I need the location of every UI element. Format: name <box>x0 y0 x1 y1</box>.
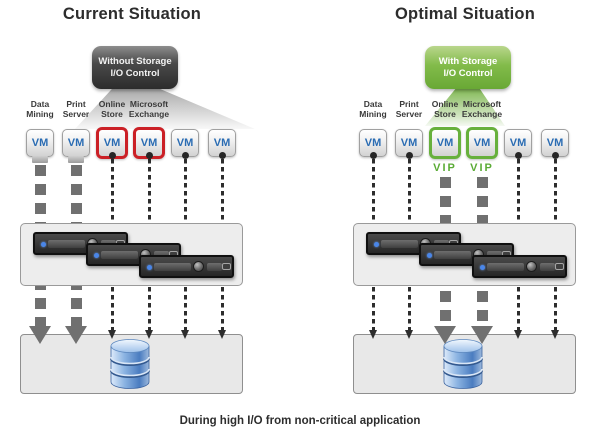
io-control-badge: With Storage I/O Control <box>425 46 511 89</box>
heavy-io-arrow <box>65 326 87 344</box>
badge-line1: With Storage <box>438 56 498 67</box>
database-cylinder-icon <box>443 339 483 389</box>
light-io-arrow <box>368 330 377 339</box>
connector-pin <box>218 152 226 159</box>
light-io-arrow <box>550 330 559 339</box>
database-cylinder-icon <box>110 339 150 389</box>
light-io-arrow <box>107 330 116 339</box>
light-io-arrow <box>180 330 189 339</box>
io-control-badge: Without Storage I/O Control <box>92 46 178 89</box>
power-knob-icon <box>526 261 537 272</box>
server-rack <box>353 223 576 286</box>
led-indicator-icon <box>374 242 379 247</box>
vm-stand <box>68 156 84 163</box>
connector-pin <box>181 152 189 159</box>
light-io-arrow <box>144 330 153 339</box>
drive-bay <box>207 263 222 271</box>
server-rack <box>20 223 243 286</box>
app-label-microsoft-exchange: Microsoft Exchange <box>128 99 170 119</box>
light-io-arrow <box>513 330 522 339</box>
led-indicator-icon <box>480 265 485 270</box>
media-slot <box>555 263 564 270</box>
vm-box-data-mining: VM <box>26 129 54 157</box>
led-indicator-icon <box>147 265 152 270</box>
led-indicator-icon <box>427 253 432 258</box>
app-label-print-server: Print Server <box>62 99 90 119</box>
app-label-data-mining: Data Mining <box>26 99 54 119</box>
heavy-io-arrow <box>29 326 51 344</box>
storage-array <box>20 334 243 394</box>
drive-bay <box>48 240 85 248</box>
light-io-arrow <box>404 330 413 339</box>
vm-box-print-server: VM <box>62 129 90 157</box>
server-unit-icon <box>472 255 567 278</box>
drive-bay <box>540 263 555 271</box>
heavy-io-arrow <box>471 326 493 344</box>
panel-title: Optimal Situation <box>395 5 535 23</box>
drive-bay <box>101 251 138 259</box>
vm-box-online-store-vip: VM <box>429 127 461 159</box>
badge-line2: I/O Control <box>110 67 160 79</box>
vip-badge: VIP <box>433 162 457 174</box>
heavy-io-arrow <box>434 326 456 344</box>
badge-line2: I/O Control <box>443 67 493 79</box>
connector-pin <box>514 152 522 159</box>
server-unit-icon <box>139 255 234 278</box>
app-label-microsoft-exchange: Microsoft Exchange <box>461 99 503 119</box>
vip-badge: VIP <box>470 162 494 174</box>
panel-optimal-situation: Optimal Situation With Storage I/O Contr… <box>351 0 591 440</box>
connector-pin <box>108 152 116 159</box>
drive-bay <box>434 251 471 259</box>
badge-line1: Without Storage <box>98 56 172 67</box>
led-indicator-icon <box>94 253 99 258</box>
panel-title: Current Situation <box>62 5 202 23</box>
connector-pin <box>145 152 153 159</box>
connector-pin <box>551 152 559 159</box>
connector-pin <box>369 152 377 159</box>
media-slot <box>222 263 231 270</box>
panel-current-situation: Current Situation Without Storage I/O Co… <box>18 0 258 440</box>
storage-array <box>353 334 576 394</box>
power-knob-icon <box>193 261 204 272</box>
vm-stand <box>32 156 48 163</box>
vm-box-microsoft-exchange-vip: VM <box>466 127 498 159</box>
connector-pin <box>405 152 413 159</box>
app-label-online-store: Online Store <box>431 99 459 119</box>
drive-bay <box>381 240 418 248</box>
drive-bay <box>487 263 524 271</box>
app-label-print-server: Print Server <box>395 99 423 119</box>
diagram-caption: During high I/O from non-critical applic… <box>179 415 421 427</box>
app-label-data-mining: Data Mining <box>359 99 387 119</box>
app-label-online-store: Online Store <box>98 99 126 119</box>
led-indicator-icon <box>41 242 46 247</box>
drive-bay <box>154 263 191 271</box>
light-io-arrow <box>217 330 226 339</box>
